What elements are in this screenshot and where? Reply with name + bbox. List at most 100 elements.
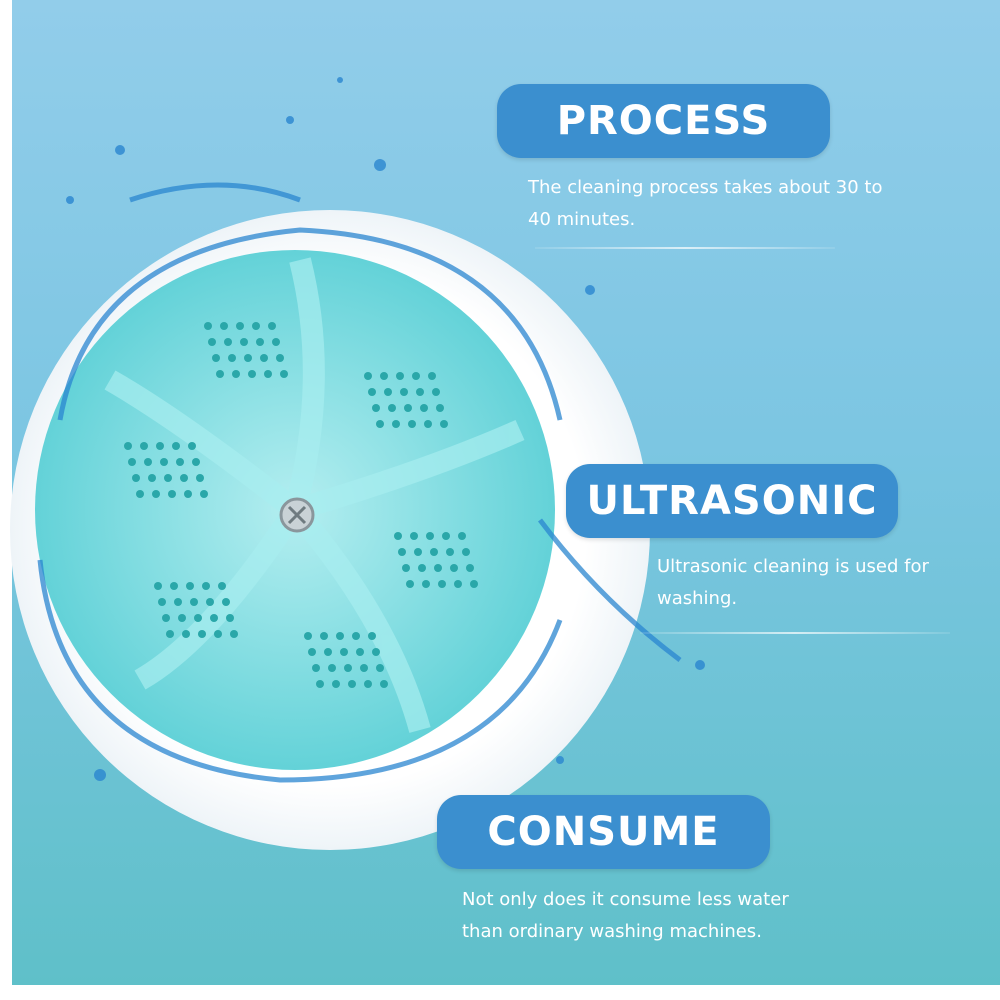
consume-badge: CONSUME: [437, 795, 770, 869]
impeller-hole: [204, 322, 212, 330]
impeller-hole: [224, 338, 232, 346]
impeller-hole: [166, 630, 174, 638]
process-description: The cleaning process takes about 30 to 4…: [528, 177, 883, 230]
impeller-hole: [140, 442, 148, 450]
impeller-hole: [446, 548, 454, 556]
impeller-hole: [332, 680, 340, 688]
impeller-hole: [256, 338, 264, 346]
impeller-hole: [404, 404, 412, 412]
impeller-hole: [312, 664, 320, 672]
impeller-hole: [206, 598, 214, 606]
impeller-hole: [408, 420, 416, 428]
ultrasonic-title: ULTRASONIC: [586, 478, 878, 524]
impeller-hole: [240, 338, 248, 346]
impeller-hole: [380, 372, 388, 380]
impeller-hole: [352, 632, 360, 640]
impeller-hole: [196, 474, 204, 482]
impeller-hole: [208, 338, 216, 346]
impeller-hole: [392, 420, 400, 428]
impeller-hole: [364, 680, 372, 688]
impeller-hole: [364, 372, 372, 380]
impeller-hole: [180, 474, 188, 482]
impeller-holes: [124, 322, 478, 688]
process-divider: [535, 247, 835, 249]
impeller-hole: [228, 354, 236, 362]
impeller-hole: [340, 648, 348, 656]
impeller-hole: [424, 420, 432, 428]
impeller-hole: [368, 632, 376, 640]
impeller-hole: [402, 564, 410, 572]
impeller-hole: [158, 598, 166, 606]
ultrasonic-badge: ULTRASONIC: [566, 464, 898, 538]
impeller-hole: [324, 648, 332, 656]
impeller-hole: [148, 474, 156, 482]
impeller-hole: [356, 648, 364, 656]
impeller-hole: [220, 322, 228, 330]
impeller-hole: [232, 370, 240, 378]
impeller-hole: [222, 598, 230, 606]
impeller-hole: [184, 490, 192, 498]
impeller-hole: [396, 372, 404, 380]
impeller-hole: [438, 580, 446, 588]
impeller-hole: [466, 564, 474, 572]
impeller-hole: [410, 532, 418, 540]
impeller-hole: [376, 664, 384, 672]
impeller-hole: [214, 630, 222, 638]
impeller-hole: [210, 614, 218, 622]
impeller-hole: [372, 648, 380, 656]
impeller-hole: [308, 648, 316, 656]
impeller-hole: [376, 420, 384, 428]
impeller-hole: [412, 372, 420, 380]
impeller-hole: [128, 458, 136, 466]
impeller-hole: [436, 404, 444, 412]
impeller-hole: [264, 370, 272, 378]
impeller-hole: [218, 582, 226, 590]
impeller-hole: [368, 388, 376, 396]
impeller-hole: [372, 404, 380, 412]
process-badge: PROCESS: [497, 84, 830, 158]
impeller-hole: [430, 548, 438, 556]
impeller-hole: [450, 564, 458, 572]
impeller-hole: [216, 370, 224, 378]
impeller-hole: [384, 388, 392, 396]
impeller-hole: [414, 548, 422, 556]
impeller-hole: [428, 372, 436, 380]
impeller-hole: [176, 458, 184, 466]
impeller-hole: [458, 532, 466, 540]
impeller-hole: [388, 404, 396, 412]
water-splash: [37, 182, 682, 783]
consume-description: Not only does it consume less water than…: [462, 889, 789, 942]
impeller-hole: [344, 664, 352, 672]
impeller-hole: [144, 458, 152, 466]
impeller-hole: [230, 630, 238, 638]
impeller-hole: [328, 664, 336, 672]
impeller-hole: [418, 564, 426, 572]
impeller-hole: [470, 580, 478, 588]
impeller-hole: [272, 338, 280, 346]
impeller-hole: [316, 680, 324, 688]
impeller-hole: [164, 474, 172, 482]
impeller-hole: [416, 388, 424, 396]
impeller-hole: [170, 582, 178, 590]
impeller-hole: [198, 630, 206, 638]
ultrasonic-description: Ultrasonic cleaning is used for washing.: [657, 556, 929, 609]
impeller-hole: [160, 458, 168, 466]
impeller-hole: [152, 490, 160, 498]
impeller-hole: [154, 582, 162, 590]
impeller-hole: [422, 580, 430, 588]
impeller-hole: [426, 532, 434, 540]
impeller-hole: [280, 370, 288, 378]
impeller-hole: [236, 322, 244, 330]
impeller-hole: [174, 598, 182, 606]
impeller-hole: [398, 548, 406, 556]
impeller-hole: [380, 680, 388, 688]
impeller-hole: [462, 548, 470, 556]
impeller-hole: [320, 632, 328, 640]
impeller-hole: [226, 614, 234, 622]
impeller-hole: [194, 614, 202, 622]
impeller-hole: [440, 420, 448, 428]
impeller-hole: [186, 582, 194, 590]
impeller-hole: [212, 354, 220, 362]
impeller-hole: [168, 490, 176, 498]
impeller-hole: [248, 370, 256, 378]
